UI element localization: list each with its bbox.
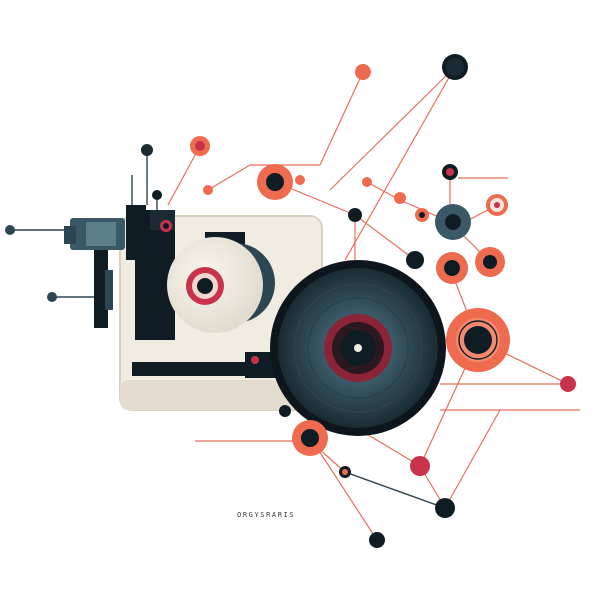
caption-text: ORGYSRARIS bbox=[237, 511, 296, 519]
network-node-icon bbox=[348, 208, 362, 222]
network-node-icon bbox=[203, 185, 213, 195]
network-node-icon bbox=[436, 252, 468, 284]
network-node-icon bbox=[442, 54, 468, 80]
network-node-icon bbox=[279, 405, 291, 417]
vinyl-record-icon bbox=[270, 260, 446, 436]
network-node-icon bbox=[295, 175, 305, 185]
coral-disc bbox=[446, 308, 510, 372]
network-node-icon bbox=[362, 177, 372, 187]
network-node-icon bbox=[406, 251, 424, 269]
network-node-icon bbox=[355, 64, 371, 80]
network-node-icon bbox=[292, 420, 328, 456]
network-node-icon bbox=[394, 192, 406, 204]
camera-lens-icon bbox=[167, 232, 275, 333]
network-node-icon bbox=[339, 466, 351, 478]
network-node-icon bbox=[5, 225, 15, 235]
network-node-icon bbox=[257, 164, 293, 200]
network-node-icon bbox=[190, 136, 210, 156]
network-node-icon bbox=[475, 247, 505, 277]
network-node-icon bbox=[442, 164, 458, 180]
network-node-icon bbox=[415, 208, 429, 222]
network-node-icon bbox=[152, 190, 162, 200]
network-node-icon bbox=[560, 376, 576, 392]
network-nodes bbox=[5, 54, 576, 548]
network-node-icon bbox=[435, 498, 455, 518]
network-node-icon bbox=[47, 292, 57, 302]
network-node-icon bbox=[410, 456, 430, 476]
network-node-icon bbox=[486, 194, 508, 216]
network-node-icon bbox=[141, 144, 153, 156]
network-node-icon bbox=[369, 532, 385, 548]
network-node-icon bbox=[435, 204, 471, 240]
